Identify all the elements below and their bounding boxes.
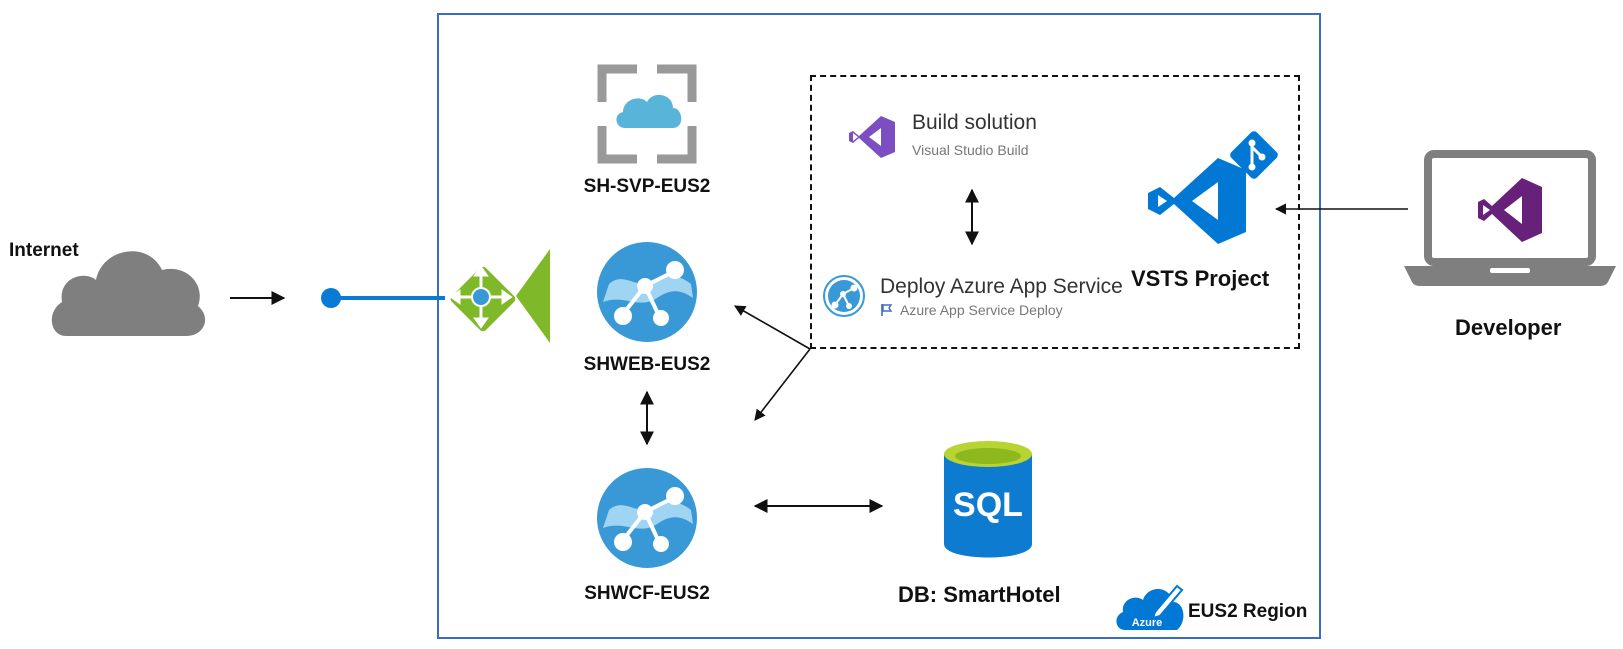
visual-studio-build-icon bbox=[849, 116, 895, 158]
azure-cloud-pencil-icon: Azure bbox=[1116, 584, 1184, 630]
vsts-project-label: VSTS Project bbox=[1131, 266, 1270, 291]
deploy-step-subtitle: Azure App Service Deploy bbox=[900, 302, 1063, 318]
svp-label: SH-SVP-EUS2 bbox=[583, 176, 711, 197]
sql-database-icon: SQL bbox=[944, 441, 1032, 558]
deploy-step-title: Deploy Azure App Service bbox=[880, 275, 1123, 298]
visual-studio-icon bbox=[1148, 158, 1246, 244]
app-service-deploy-icon bbox=[823, 275, 865, 317]
internet-cloud-icon bbox=[51, 251, 206, 336]
sql-icon-text: SQL bbox=[953, 486, 1023, 524]
gateway-wedge-icon bbox=[516, 249, 550, 343]
region-label: EUS2 Region bbox=[1188, 601, 1308, 622]
deploy-to-web-arrow bbox=[734, 305, 811, 350]
web-app-icon bbox=[597, 242, 697, 342]
svp-resource-icon bbox=[597, 64, 697, 164]
build-step-subtitle: Visual Studio Build bbox=[912, 142, 1029, 158]
gateway-endpoint bbox=[321, 288, 341, 308]
developer-label: Developer bbox=[1455, 315, 1562, 340]
application-gateway-icon bbox=[449, 265, 516, 332]
web-label: SHWEB-EUS2 bbox=[583, 354, 711, 375]
git-icon bbox=[1230, 131, 1278, 179]
vsts-pipeline-boundary bbox=[810, 75, 1300, 349]
internet-label: Internet bbox=[9, 240, 79, 261]
wcf-app-icon bbox=[597, 468, 697, 568]
deploy-to-wcf-arrow bbox=[754, 348, 811, 421]
db-label: DB: SmartHotel bbox=[898, 582, 1061, 607]
azure-badge-text: Azure bbox=[1132, 617, 1163, 629]
wcf-label: SHWCF-EUS2 bbox=[584, 583, 710, 604]
flag-icon bbox=[881, 304, 893, 316]
azure-region-boundary bbox=[437, 13, 1321, 639]
developer-laptop-icon bbox=[1404, 150, 1616, 286]
build-step-title: Build solution bbox=[912, 111, 1037, 134]
